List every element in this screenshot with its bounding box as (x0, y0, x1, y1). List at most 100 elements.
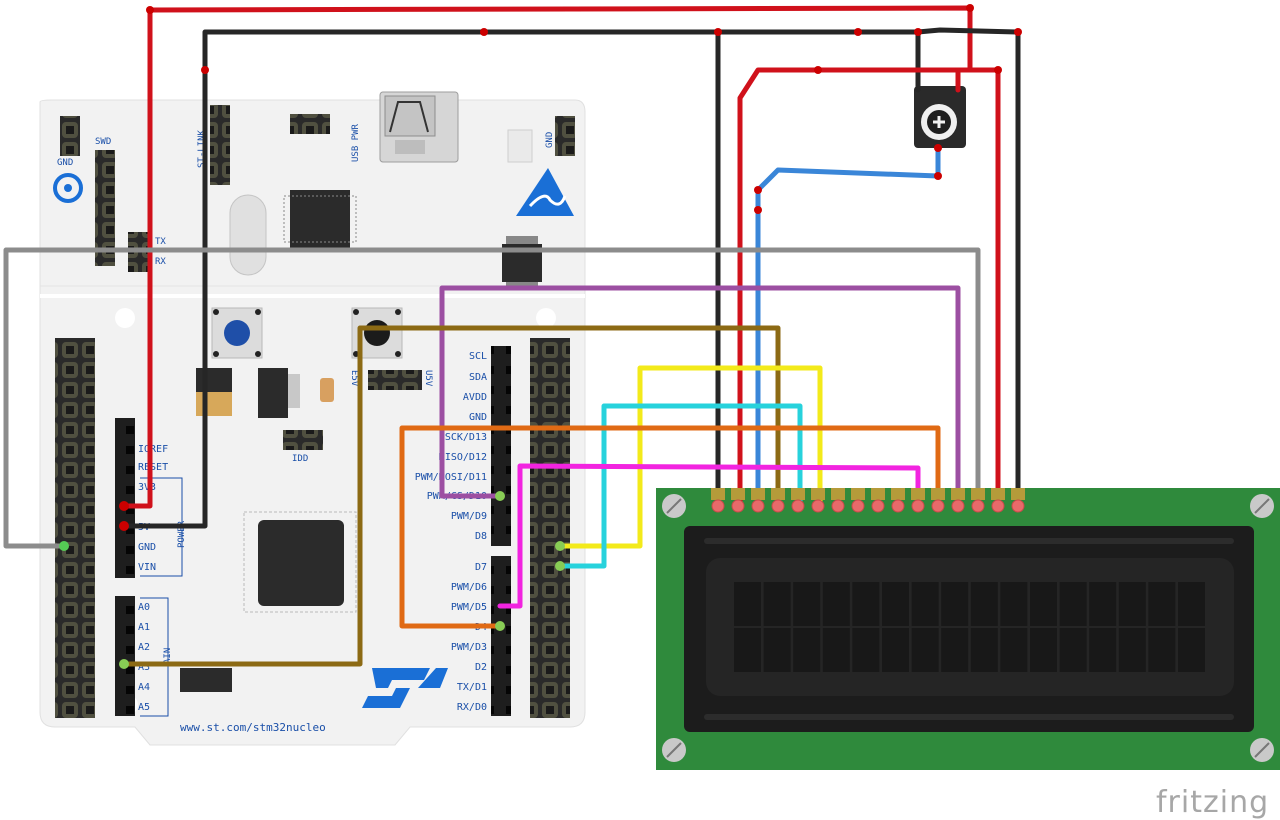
lcd-cell (1000, 582, 1028, 626)
pin-label-d1: TX/D1 (457, 682, 487, 693)
morpho-left-header (55, 338, 95, 718)
st-link-header (210, 105, 230, 185)
lcd-cell (911, 628, 939, 672)
jumper-header (290, 114, 330, 134)
pin-label-d5: PWM/D5 (451, 602, 487, 613)
gnd-right-label: GND (545, 132, 555, 148)
pin-label-d13: SCK/D13 (445, 432, 487, 443)
lcd-pin (951, 488, 965, 513)
lcd-cell (1148, 628, 1176, 672)
lcd-cell (822, 582, 850, 626)
morpho-right-header (530, 338, 570, 718)
wire-joints (59, 4, 1022, 669)
st-swirl-icon (53, 173, 83, 203)
wire-5v-lcd-red (737, 67, 1001, 509)
lcd-cell (941, 628, 969, 672)
lcd-pin (731, 488, 745, 513)
wires (3, 5, 1021, 667)
lcd-cell (970, 628, 998, 672)
lcd-pin (991, 488, 1005, 513)
lcd-pin (931, 488, 945, 513)
pin-label-d9: PWM/D9 (451, 511, 487, 522)
ain-label: AIN (163, 648, 173, 664)
arduino-digital-low-header (491, 556, 511, 716)
lcd-pin (851, 488, 865, 513)
wire-purple (439, 285, 961, 509)
lcd-cell (970, 582, 998, 626)
lcd-pin (711, 488, 725, 513)
tx-label: TX (155, 237, 166, 247)
pin-label-sda: SDA (469, 372, 487, 383)
rx-label: RX (155, 257, 166, 267)
pin-label-vin: VIN (138, 562, 156, 573)
wire-magenta (497, 463, 921, 609)
led-icon (507, 129, 533, 163)
lcd-pin (811, 488, 825, 513)
wire-cyan (557, 403, 803, 569)
e5v-u5v-header (368, 370, 422, 390)
lcd-cell (763, 628, 791, 672)
usb-connector-icon (379, 91, 459, 163)
st-link-label: ST-LINK (197, 129, 207, 168)
pin-label-d3: PWM/D3 (451, 642, 487, 653)
lcd-cell (1089, 582, 1117, 626)
power-label: POWER (177, 520, 187, 548)
pin-label-a2: A2 (138, 642, 150, 653)
lcd-cell (1059, 628, 1087, 672)
lcd-cell (882, 628, 909, 672)
lcd-pin (831, 488, 845, 513)
lcd-pin (871, 488, 885, 513)
analog-pin-labels: A0 A1 A2 A3 A4 A5 (138, 602, 150, 713)
lcd-pin (771, 488, 785, 513)
wire-vo-blue (755, 145, 941, 509)
wire-orange (399, 425, 941, 629)
arduino-digital-high-header (491, 346, 511, 546)
lcd-16x2-module (656, 488, 1280, 770)
lcd-cell (734, 582, 761, 626)
pin-label-avdd: AVDD (463, 392, 487, 403)
gnd-right-header (555, 116, 575, 156)
pin-label-d6: PWM/D6 (451, 582, 487, 593)
lcd-cell (1178, 628, 1205, 672)
lcd-character-grid (734, 582, 1205, 672)
potentiometer (914, 86, 966, 148)
lcd-cell (911, 582, 939, 626)
wire-yellow (557, 365, 823, 549)
e5v-label: E5V (349, 370, 359, 387)
lcd-cell (734, 628, 761, 672)
lcd-cell (1030, 628, 1057, 672)
pin-label-gnd-d: GND (469, 412, 487, 423)
pin-label-d2: D2 (475, 662, 487, 673)
lcd-cell (793, 628, 821, 672)
lcd-pin (751, 488, 765, 513)
idd-header (283, 430, 323, 450)
lcd-pin (911, 488, 925, 513)
arduino-power-header (115, 418, 135, 578)
pin-label-reset: RESET (138, 462, 168, 473)
wire-gnd-black (121, 27, 1021, 529)
fritzing-watermark: fritzing (1156, 785, 1269, 820)
stlink-chip (290, 190, 350, 248)
pin-label-ioref: IOREF (138, 444, 168, 455)
lcd-cell (1089, 628, 1117, 672)
idd-label: IDD (292, 454, 308, 464)
arduino-analog-header (115, 596, 135, 716)
lcd-pin (791, 488, 805, 513)
usb-pwr-label: USB PWR (351, 123, 361, 162)
user-button (211, 307, 263, 359)
lcd-cell (941, 582, 969, 626)
pin-label-d8: D8 (475, 531, 487, 542)
pin-label-a1: A1 (138, 622, 150, 633)
lcd-cell (763, 582, 791, 626)
st-logo-icon (362, 668, 448, 708)
swd-header (95, 150, 115, 266)
crystal (229, 194, 267, 276)
pin-label-scl: SCL (469, 351, 487, 362)
lcd-cell (1118, 628, 1146, 672)
mcu-chip (243, 511, 357, 613)
lcd-cell (852, 582, 880, 626)
pin-label-d11: PWM/MOSI/D11 (415, 472, 487, 483)
lcd-cell (1000, 628, 1028, 672)
lcd-cell (1118, 582, 1146, 626)
